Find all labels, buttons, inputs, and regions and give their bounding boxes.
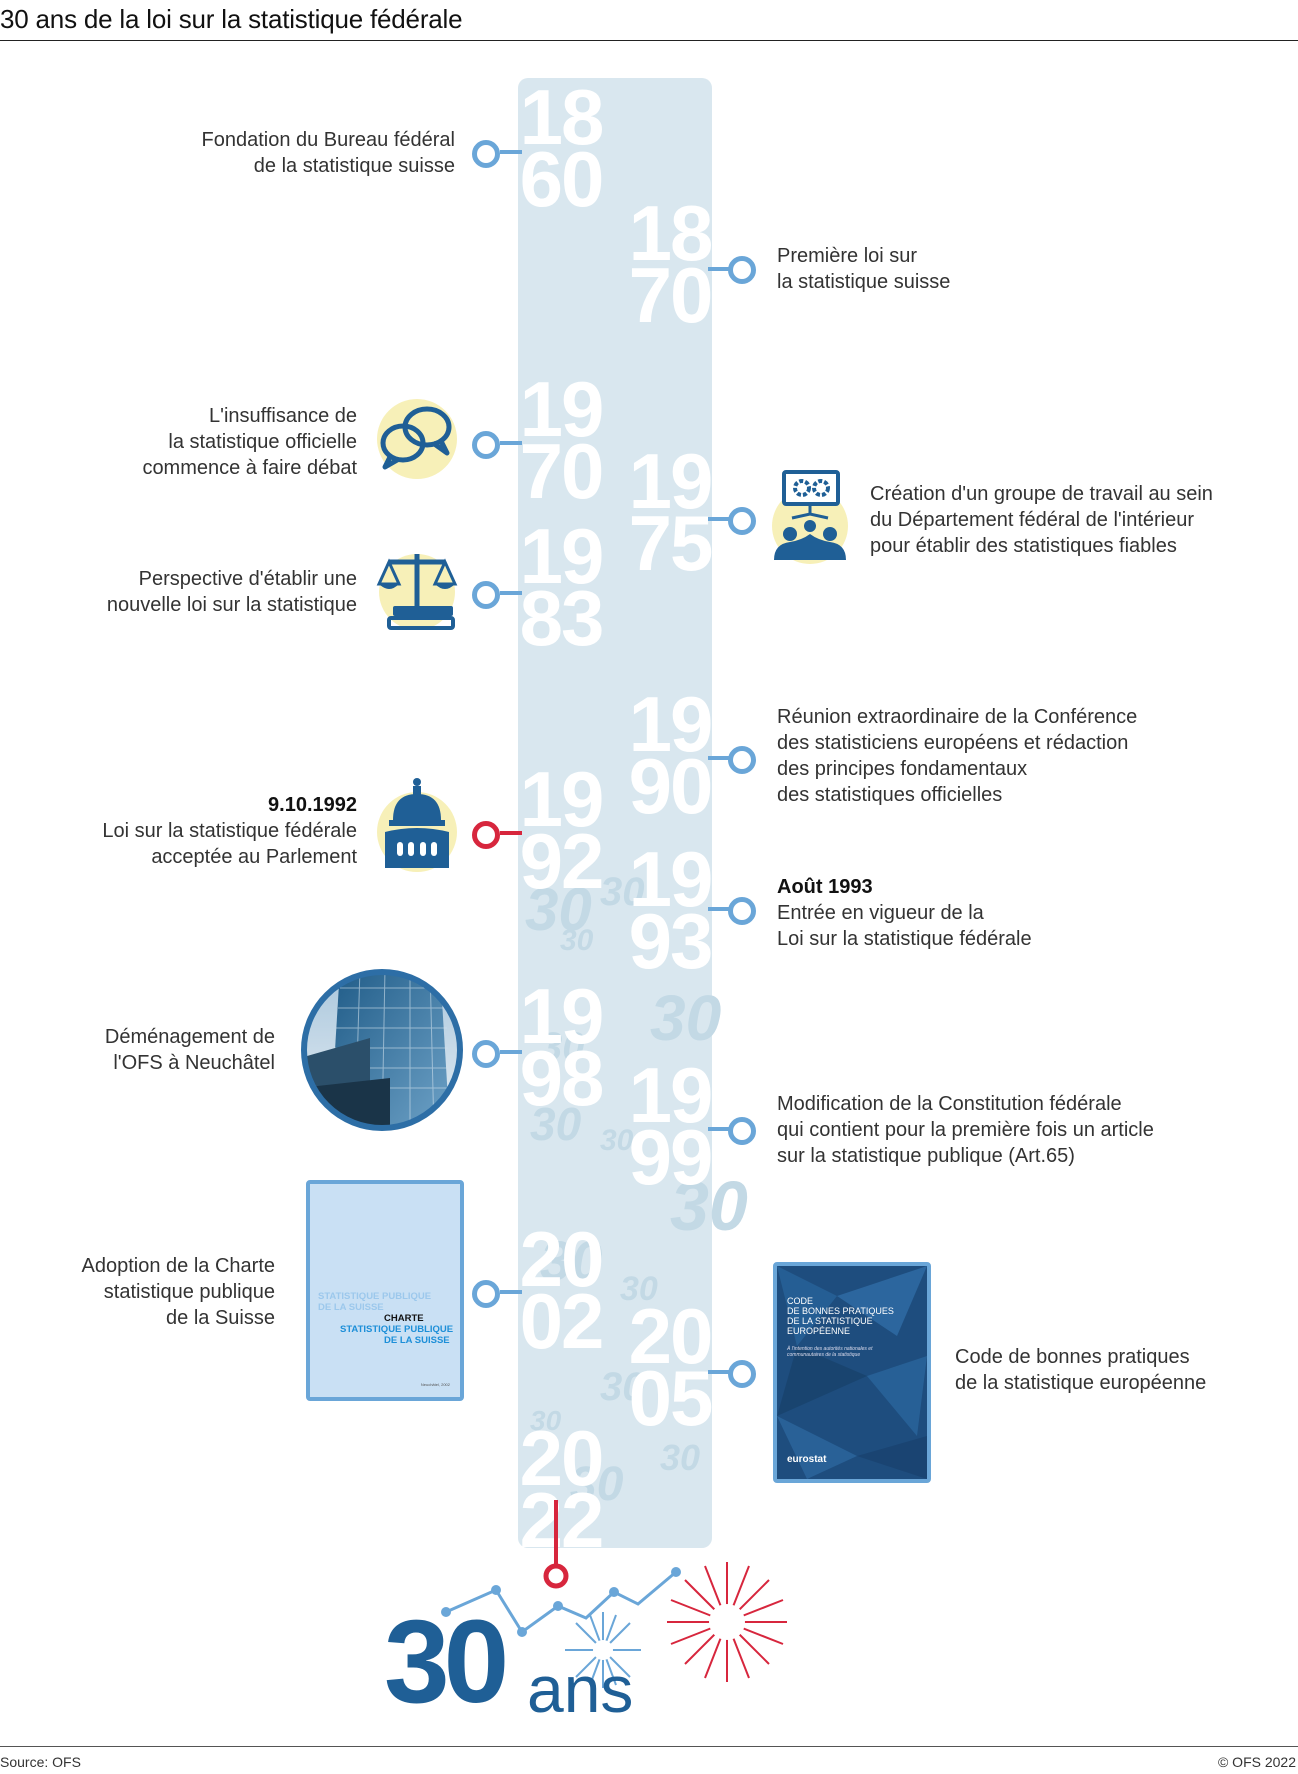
law-scales-icon bbox=[376, 554, 458, 630]
timeline-node-1970[interactable] bbox=[472, 431, 500, 459]
eurostat-line: CODE bbox=[787, 1296, 814, 1306]
page-title: 30 ans de la loi sur la statistique fédé… bbox=[0, 4, 463, 34]
source-label: Source: OFS bbox=[0, 1754, 81, 1770]
copyright-label: © OFS 2022 bbox=[1217, 1754, 1296, 1770]
timeline-node-1998[interactable] bbox=[472, 1040, 500, 1068]
connector bbox=[500, 1290, 522, 1294]
svg-text:30: 30 bbox=[530, 1405, 562, 1436]
title-rule bbox=[0, 40, 1298, 41]
svg-text:30: 30 bbox=[530, 1098, 582, 1150]
timeline-node-1975[interactable] bbox=[728, 507, 756, 535]
svg-text:30: 30 bbox=[650, 982, 721, 1054]
charter-line: DE LA SUISSE bbox=[384, 1335, 450, 1346]
svg-text:30: 30 bbox=[570, 1458, 624, 1511]
charter-word: CHARTE bbox=[384, 1313, 424, 1324]
connector bbox=[500, 441, 522, 445]
eurostat-line: EUROPÉENNE bbox=[787, 1326, 851, 1336]
connector bbox=[500, 150, 522, 154]
svg-text:30: 30 bbox=[660, 1437, 700, 1478]
svg-text:30: 30 bbox=[600, 1124, 634, 1157]
event-date: Août 1993 bbox=[777, 876, 873, 898]
charter-line: STATISTIQUE PUBLIQUE bbox=[340, 1324, 454, 1335]
eurostat-sub: À l'intention des autorités nationales e… bbox=[787, 1346, 873, 1358]
charter-footer: Neuchâtel, 2002 bbox=[420, 1382, 450, 1387]
eurostat-line: DE LA STATISTIQUE bbox=[787, 1316, 873, 1326]
event-date: 9.10.1992 bbox=[268, 794, 357, 816]
timeline-node-1860[interactable] bbox=[472, 140, 500, 168]
timeline-node-2002[interactable] bbox=[472, 1280, 500, 1308]
eurostat-brand: eurostat bbox=[787, 1454, 827, 1465]
charter-cover: STATISTIQUE PUBLIQUE DE LA SUISSE CHARTE… bbox=[306, 1180, 464, 1401]
working-group-icon bbox=[772, 470, 848, 564]
ofs-building-photo bbox=[301, 969, 463, 1131]
connector bbox=[708, 267, 732, 271]
charter-line: DE LA SUISSE bbox=[318, 1302, 384, 1313]
timeline-node-1870[interactable] bbox=[728, 256, 756, 284]
eurostat-pattern bbox=[777, 1266, 927, 1479]
timeline-node-1993[interactable] bbox=[728, 897, 756, 925]
timeline-node-1983[interactable] bbox=[472, 581, 500, 609]
connector bbox=[500, 1050, 522, 1054]
anniversary-word: ans bbox=[527, 1652, 634, 1726]
anniversary-number: 30 bbox=[384, 1596, 509, 1728]
connector bbox=[708, 907, 732, 911]
eurostat-cover: CODE DE BONNES PRATIQUES DE LA STATISTIQ… bbox=[773, 1262, 931, 1483]
anniversary-graphic bbox=[441, 1500, 787, 1688]
svg-text:30: 30 bbox=[670, 1167, 748, 1245]
connector bbox=[708, 1127, 732, 1131]
svg-text:30: 30 bbox=[600, 870, 645, 914]
connector bbox=[708, 756, 732, 760]
svg-text:30: 30 bbox=[540, 1229, 602, 1292]
timeline-node-2005[interactable] bbox=[728, 1360, 756, 1388]
svg-text:30: 30 bbox=[560, 924, 594, 957]
timeline-node-1992[interactable] bbox=[472, 821, 500, 849]
speech-bubbles-icon bbox=[377, 399, 457, 479]
timeline-node-1990[interactable] bbox=[728, 746, 756, 774]
parliament-dome-icon bbox=[377, 778, 457, 872]
svg-text:30: 30 bbox=[540, 1025, 585, 1069]
event-1999: Modification de la Constitution fédérale… bbox=[777, 1093, 1154, 1167]
event-1992: 9.10.1992 Loi sur la statistique fédéral… bbox=[102, 794, 357, 868]
svg-text:30: 30 bbox=[525, 876, 592, 943]
timeline-node-1999[interactable] bbox=[728, 1117, 756, 1145]
eurostat-line: DE BONNES PRATIQUES bbox=[787, 1306, 894, 1316]
svg-text:30: 30 bbox=[620, 1270, 658, 1308]
connector bbox=[500, 591, 522, 595]
connector bbox=[708, 1370, 732, 1374]
footer-rule bbox=[0, 1746, 1298, 1747]
connector bbox=[708, 517, 732, 521]
charter-line: STATISTIQUE PUBLIQUE bbox=[318, 1291, 432, 1302]
svg-text:30: 30 bbox=[600, 1365, 645, 1409]
connector bbox=[500, 831, 522, 835]
